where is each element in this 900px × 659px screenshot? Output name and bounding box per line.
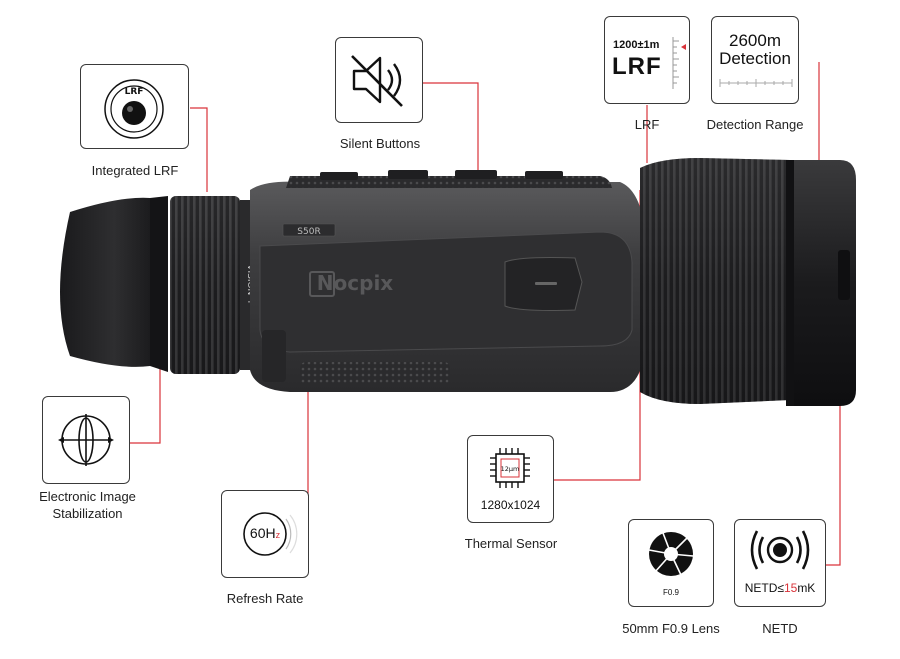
lens-box: F0.9 — [628, 519, 714, 607]
netd-signal-icon — [750, 530, 810, 570]
integrated-lrf-box: LRF — [80, 64, 189, 149]
eis-caption-line2: Stabilization — [52, 506, 123, 521]
aperture-icon — [648, 532, 694, 576]
lrf-readout-value: 1200±1m — [613, 39, 660, 51]
sensor-chip-icon: 12μm — [490, 448, 530, 488]
refresh-subscript: z — [275, 530, 281, 540]
refresh-rate-box: 60Hz — [221, 490, 309, 578]
eis-caption: Electronic Image Stabilization — [20, 488, 155, 522]
netd-value: NETD≤15mK — [744, 581, 816, 595]
brand-logo-text: Nocpix — [317, 271, 394, 295]
lrf-caption: LRF — [634, 117, 660, 132]
netd-box: NETD≤15mK — [734, 519, 826, 607]
brand-logo-mark — [309, 271, 335, 297]
stabilization-icon — [58, 414, 114, 466]
detection-label: Detection — [719, 49, 791, 68]
detection-range-box: 2600m Detection — [711, 16, 799, 104]
detection-scale-icon — [719, 79, 793, 87]
aperture-label: F0.9 — [662, 588, 679, 597]
leader-silent-buttons — [423, 82, 479, 172]
thermal-sensor-caption: Thermal Sensor — [464, 536, 558, 551]
speaker-mute-icon — [351, 55, 403, 107]
eis-caption-line1: Electronic Image — [39, 489, 136, 504]
refresh-rate-caption: Refresh Rate — [226, 591, 304, 606]
refresh-ring-icon — [243, 512, 298, 556]
lrf-scale-icon — [672, 37, 686, 89]
leader-eis — [130, 368, 161, 444]
netd-caption: NETD — [762, 621, 798, 636]
lrf-lens-icon: LRF — [104, 79, 164, 139]
lrf-icon-label: LRF — [125, 87, 144, 97]
detection-range-caption: Detection Range — [706, 117, 804, 132]
refresh-value: 60Hz — [249, 525, 281, 541]
lrf-readout-label: LRF — [612, 53, 662, 80]
silent-buttons-caption: Silent Buttons — [339, 136, 421, 151]
thermal-sensor-box: 12μm 1280x1024 — [467, 435, 554, 523]
lens-caption: 50mm F0.9 Lens — [622, 621, 720, 636]
sensor-resolution: 1280x1024 — [480, 498, 541, 512]
lrf-box: 1200±1m LRF — [604, 16, 690, 104]
silent-buttons-box — [335, 37, 423, 123]
leader-netd — [826, 405, 841, 566]
leader-integrated-lrf — [190, 107, 208, 192]
integrated-lrf-caption: Integrated LRF — [91, 163, 179, 178]
detection-value: 2600m — [729, 31, 781, 50]
model-label: S50R — [297, 227, 320, 237]
eis-box — [42, 396, 130, 484]
chip-pitch-label: 12μm — [501, 465, 520, 473]
